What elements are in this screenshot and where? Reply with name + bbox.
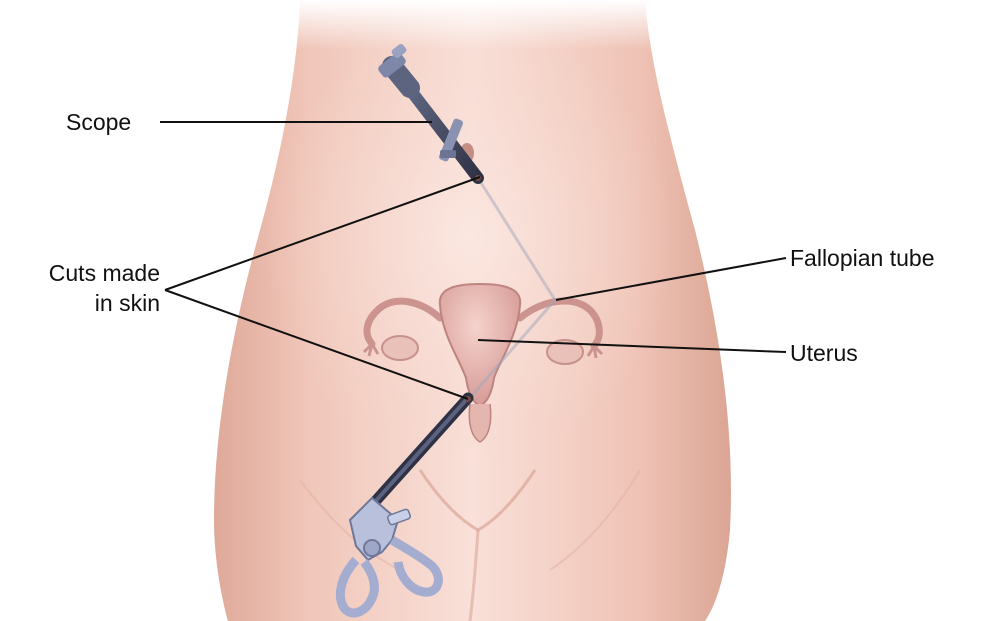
cuts-label-line-2: in skin — [10, 288, 160, 318]
fallopian-tube-label: Fallopian tube — [790, 243, 935, 273]
cuts-label: Cuts made in skin — [10, 258, 160, 318]
cuts-label-line-1: Cuts made — [10, 258, 160, 288]
uterus-label: Uterus — [790, 338, 858, 368]
scope-label: Scope — [66, 107, 131, 137]
